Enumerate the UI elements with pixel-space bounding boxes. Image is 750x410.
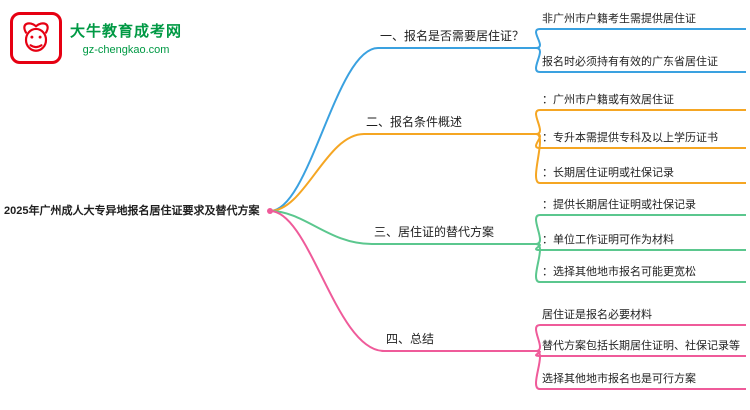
connector-branch1-child1 — [535, 28, 541, 49]
connector-branch1-child2 — [535, 47, 541, 73]
branch-need-permit: 一、报名是否需要居住证？ — [378, 29, 536, 49]
leaf-household-or-permit: ：广州市户籍或有效居住证 — [540, 93, 746, 111]
connector-branch2-child3 — [535, 133, 541, 184]
branch-requirements-overview: 二、报名条件概述 — [364, 115, 536, 135]
leaf-other-cities-looser: ：选择其他地市报名可能更宽松 — [540, 265, 746, 283]
connector-root-branch4 — [269, 210, 385, 352]
logo-text: 大牛教育成考网 gz-chengkao.com — [70, 20, 182, 56]
connector-root-branch3 — [269, 210, 373, 245]
logo-subtitle: gz-chengkao.com — [82, 44, 170, 56]
leaf-provide-longterm-proof: ：提供长期居住证明或社保记录 — [540, 198, 746, 216]
bull-icon-drawing — [23, 22, 49, 52]
leaf-diploma-requirement: ：专升本需提供专科及以上学历证书 — [540, 131, 746, 149]
connector-root-branch1 — [269, 47, 379, 212]
leaf-other-city-feasible: 选择其他地市报名也是可行方案 — [540, 372, 746, 390]
leaf-valid-guangdong-permit: 报名时必须持有有效的广东省居住证 — [540, 55, 746, 73]
site-logo: 大牛教育成考网 gz-chengkao.com — [10, 12, 182, 64]
logo-title: 大牛教育成考网 — [70, 23, 183, 40]
connector-branch3-child3 — [535, 243, 541, 283]
root-topic: 2025年广州成人大专异地报名居住证要求及替代方案 — [4, 205, 260, 217]
leaf-employer-certificate: ：单位工作证明可作为材料 — [540, 233, 746, 251]
branch-summary: 四、总结 — [384, 332, 536, 352]
leaf-longterm-proof-or-social-security: ：长期居住证明或社保记录 — [540, 166, 746, 184]
leaf-alternatives-include: 替代方案包括长期居住证明、社保记录等 — [540, 339, 746, 357]
bull-icon — [10, 12, 62, 64]
leaf-non-guangzhou-residents: 非广州市户籍考生需提供居住证 — [540, 12, 746, 30]
connector-branch4-child3 — [535, 350, 541, 390]
branch-permit-alternatives: 三、居住证的替代方案 — [372, 225, 536, 245]
connector-root-branch2 — [269, 133, 365, 212]
leaf-permit-required-material: 居住证是报名必要材料 — [540, 308, 746, 326]
root-anchor-dot — [267, 208, 273, 214]
